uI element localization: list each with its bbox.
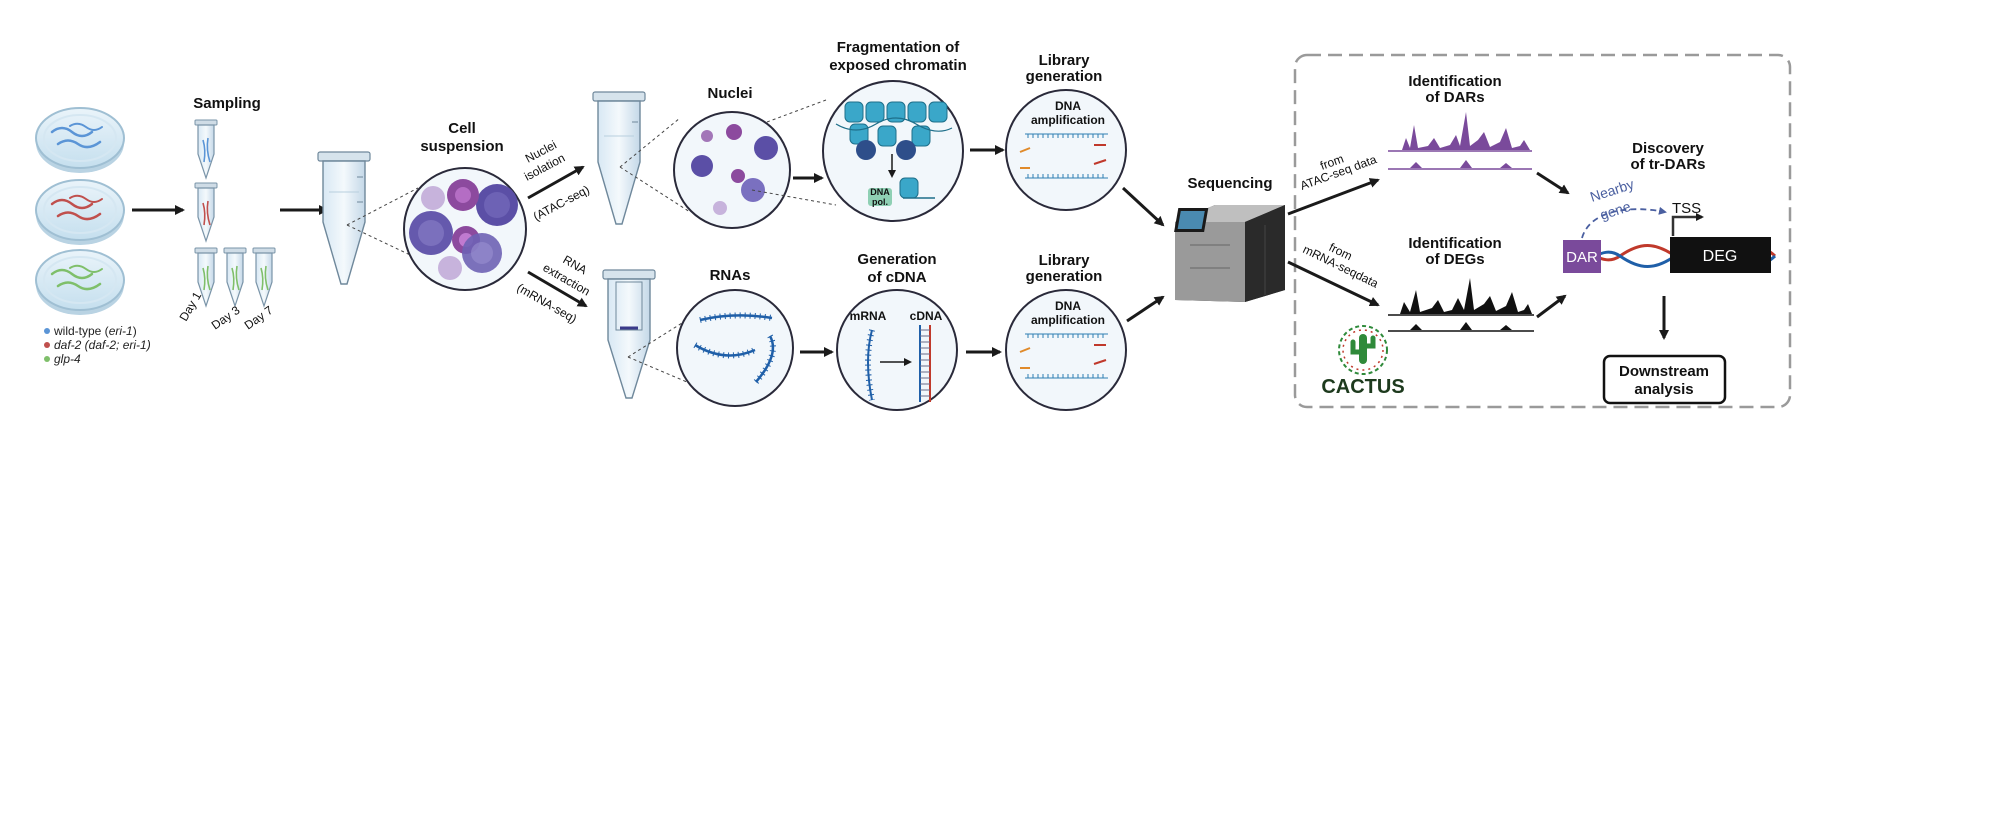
cactus-logo: CACTUS [1321, 325, 1405, 398]
legend-glp4: glp-4 [54, 352, 81, 366]
cdna-circle: mRNA cDNA [836, 289, 958, 411]
degs-title-2: of DEGs [1425, 251, 1484, 268]
nearby-gene-label-2: gene [1598, 198, 1633, 223]
zoom-line-bottom [346, 224, 426, 263]
library-top-title-2: generation [1026, 68, 1103, 85]
degs-peaks [1388, 278, 1534, 332]
library-top-title-1: Library [1039, 52, 1091, 69]
arrow-to-degs [1287, 260, 1380, 307]
dna-pol-label-1: DNA [870, 187, 890, 197]
cell-suspension-circle [403, 167, 527, 291]
day-label-3: Day 3 [209, 303, 243, 333]
arrow-dars-to-trdars [1536, 171, 1570, 195]
mrna-label: mRNA [850, 309, 887, 323]
arrow-to-dars [1287, 178, 1380, 216]
arrow-library-bottom-to-sequencing [1126, 295, 1165, 323]
sample-tube-wildtype [194, 119, 218, 180]
sample-tube-glp4-day1 [194, 247, 218, 308]
tr-dars-graphic: DAR DEG TSS Nearby gene [1563, 176, 1777, 273]
legend-dot-glp4 [44, 356, 50, 362]
petri-dish-glp4 [35, 249, 125, 315]
zoom-line-nuclei-top [619, 117, 681, 168]
fragmentation-title-2: exposed chromatin [829, 57, 967, 74]
deg-label: DEG [1703, 248, 1738, 265]
nearby-gene-label-1: Nearby [1588, 176, 1636, 205]
cell-tube [317, 151, 371, 285]
library-bottom-amp-2: amplification [1031, 313, 1105, 327]
sampling-title: Sampling [193, 95, 261, 112]
degs-title-1: Identification [1408, 235, 1501, 252]
dna-pol-label-2: pol. [872, 197, 888, 207]
dars-title-2: of DARs [1425, 89, 1484, 106]
rnas-title: RNAs [710, 267, 751, 284]
library-top-circle: DNA amplification [1005, 89, 1127, 211]
zoom-line-chromatin-top [766, 99, 827, 123]
cell-suspension-title-1: Cell [448, 120, 476, 137]
strain-legend: wild-type (eri-1) daf-2 (daf-2; eri-1) g… [44, 324, 151, 366]
arrow-degs-to-trdars [1536, 294, 1567, 319]
analysis-dashed-box [1293, 53, 1792, 409]
cactus-name: CACTUS [1321, 376, 1404, 398]
zoom-line-rna-top [627, 317, 691, 358]
library-bottom-circle: DNA amplification [1005, 289, 1127, 411]
arrow-to-nuclei-isolation [527, 165, 585, 200]
zoom-line-top [346, 187, 419, 226]
cdna-title-1: Generation [857, 251, 936, 268]
rnas-circle [676, 289, 794, 407]
dar-label: DAR [1566, 249, 1598, 266]
nuclei-title: Nuclei [707, 85, 752, 102]
library-bottom-title-1: Library [1039, 252, 1091, 269]
trdars-title-2: of tr-DARs [1631, 156, 1706, 173]
dars-peaks [1388, 112, 1532, 170]
arrow-to-rna-extraction [527, 270, 588, 308]
library-top-amp-2: amplification [1031, 113, 1105, 127]
downstream-analysis-box: Downstream analysis [1602, 354, 1727, 405]
petri-dishes [35, 107, 125, 315]
library-bottom-title-2: generation [1026, 268, 1103, 285]
deg-box [1670, 237, 1771, 273]
zoom-line-nuclei-bottom [619, 166, 691, 213]
cell-suspension-title-2: suspension [420, 138, 503, 155]
legend-wildtype: wild-type (eri-1) [53, 324, 137, 338]
day-label-1: Day 1 [176, 289, 204, 323]
sequencing-title: Sequencing [1187, 175, 1272, 192]
sample-tube-daf2 [194, 182, 218, 243]
fragmentation-circle: DNA pol. [822, 80, 964, 222]
trdars-title-1: Discovery [1632, 140, 1704, 157]
sample-tube-glp4-day7 [252, 247, 276, 308]
sample-tube-glp4-day3 [223, 247, 247, 308]
dars-title-1: Identification [1408, 73, 1501, 90]
legend-dot-wildtype [44, 328, 50, 334]
petri-dish-wildtype [35, 107, 125, 173]
downstream-label-1: Downstream [1619, 363, 1709, 380]
fragmentation-title-1: Fragmentation of [837, 39, 961, 56]
downstream-label-2: analysis [1634, 381, 1693, 398]
dar-box [1563, 240, 1601, 273]
library-bottom-amp-1: DNA [1055, 299, 1081, 313]
petri-dish-daf2 [35, 179, 125, 245]
nuclei-tube [592, 91, 646, 225]
sampling-tubes [194, 119, 276, 308]
legend-dot-daf2 [44, 342, 50, 348]
day-label-7: Day 7 [242, 303, 276, 333]
nuclei-isolation-label-3: (ATAC-seq) [531, 182, 592, 223]
nuclei-circle [673, 111, 791, 229]
sequencer-machine [1174, 205, 1285, 302]
cdna-title-2: of cDNA [867, 269, 926, 286]
zoom-line-chromatin-bottom [751, 189, 837, 206]
cdna-label: cDNA [910, 309, 943, 323]
tss-label: TSS [1672, 200, 1701, 217]
rna-tube [602, 269, 656, 399]
arrow-library-top-to-sequencing [1121, 186, 1165, 227]
legend-daf2: daf-2 (daf-2; eri-1) [54, 338, 151, 352]
library-top-amp-1: DNA [1055, 99, 1081, 113]
